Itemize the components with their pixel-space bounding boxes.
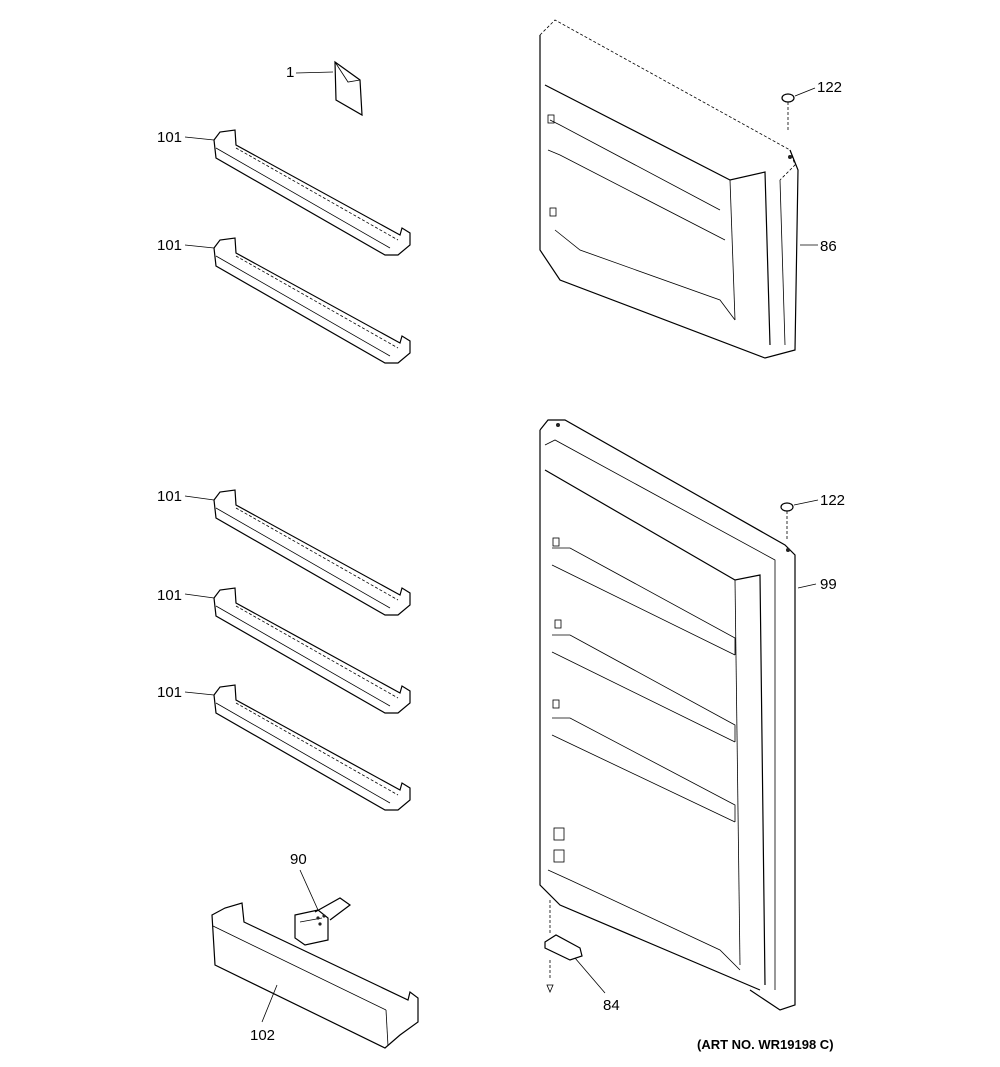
callout-99: 99 (820, 576, 837, 593)
part-86-door-liner-upper (539, 19, 818, 359)
callout-1: 1 (286, 64, 294, 81)
callout-122-b: 122 (820, 492, 845, 509)
shelf-bin-101-b (184, 237, 411, 364)
part-122-plug-b (780, 499, 819, 540)
callout-101-c: 101 (157, 488, 182, 505)
shelf-bin-101-a (184, 129, 411, 256)
callout-101-a: 101 (157, 129, 182, 146)
shelf-bin-101-e (184, 684, 411, 811)
callout-102: 102 (250, 1027, 275, 1044)
part-102-bottom-bin (211, 902, 419, 1049)
art-number: (ART NO. WR19198 C) (697, 1037, 834, 1052)
part-122-plug-a (781, 87, 816, 130)
shelf-bin-101-c (184, 489, 411, 616)
part-99-door-liner-lower (539, 419, 817, 1011)
callout-84: 84 (603, 997, 620, 1014)
callout-101-d: 101 (157, 587, 182, 604)
part-84-hinge-cover (544, 900, 606, 994)
callout-90: 90 (290, 851, 307, 868)
shelf-bin-101-d (184, 587, 411, 714)
callout-101-e: 101 (157, 684, 182, 701)
callout-86: 86 (820, 238, 837, 255)
callout-101-b: 101 (157, 237, 182, 254)
part-90-clip (294, 869, 352, 946)
callout-122-a: 122 (817, 79, 842, 96)
part-1-literature (295, 60, 363, 117)
